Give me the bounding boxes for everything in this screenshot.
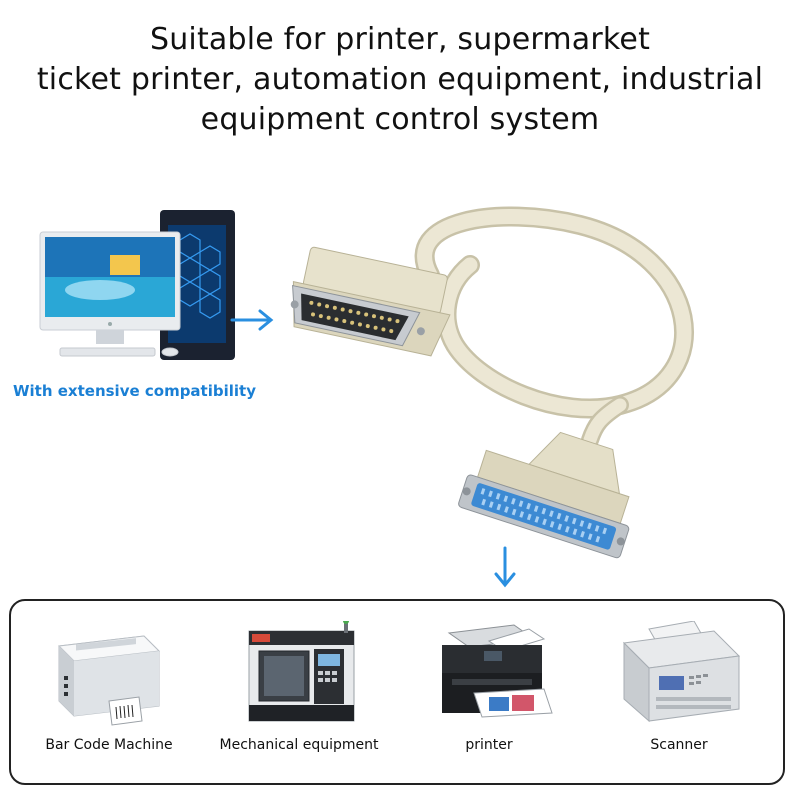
- parallel-cable-icon: [290, 206, 694, 559]
- cnc-machine-icon: [248, 621, 355, 722]
- device-bar-code-machine: Bar Code Machine: [14, 601, 204, 787]
- desktop-computer-icon: [39, 210, 235, 360]
- arrow-right-icon: [230, 309, 274, 331]
- headline-line-1: Suitable for printer, supermarket: [149, 22, 651, 57]
- device-mechanical-equipment: Mechanical equipment: [204, 601, 394, 787]
- device-label: printer: [465, 737, 513, 753]
- scanner-icon: [622, 621, 741, 723]
- headline: Suitable for printer, supermarket ticket…: [0, 20, 800, 140]
- barcode-printer-icon: [57, 635, 161, 726]
- headline-line-3: equipment control system: [200, 102, 600, 137]
- device-label: Scanner: [650, 737, 708, 753]
- device-label: Mechanical equipment: [219, 737, 379, 753]
- compatibility-label: With extensive compatibility: [13, 382, 256, 400]
- device-printer: printer: [394, 601, 584, 787]
- device-label: Bar Code Machine: [45, 737, 173, 753]
- device-panel: Bar Code Machine Mechanical equipment: [9, 599, 785, 785]
- headline-line-2: ticket printer, automation equipment, in…: [36, 62, 764, 97]
- printer-icon: [442, 624, 553, 718]
- device-scanner: Scanner: [584, 601, 774, 787]
- arrow-down-icon: [494, 546, 516, 588]
